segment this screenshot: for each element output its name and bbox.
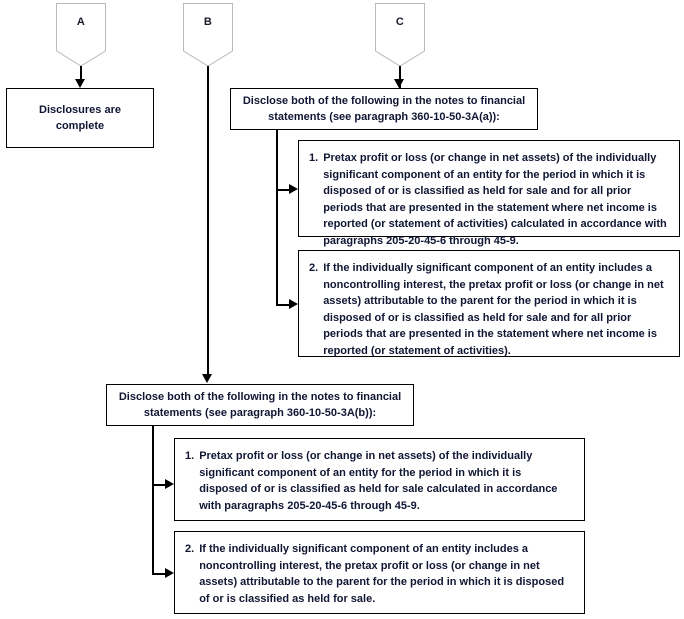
arrow-b-to-item2 [165, 568, 174, 578]
connector-b: B [183, 3, 233, 67]
box-disclose-a-item1-text: Pretax profit or loss (or change in net … [323, 152, 667, 247]
arrow-b-to-item1 [165, 479, 174, 489]
pentagon-point-icon [56, 51, 106, 67]
branch-stub-a-item1 [276, 189, 292, 191]
box-disclose-a-item2-text: If the individually significant componen… [323, 262, 664, 357]
arrow-b-to-disclose-b [202, 374, 212, 383]
connector-c: C [375, 3, 425, 67]
box-disclose-a-item2-number: 2. [309, 262, 319, 274]
arrow-a-to-complete [75, 79, 85, 88]
pentagon-point-icon [183, 51, 233, 67]
connector-b-label: B [203, 16, 213, 28]
pentagon-point-icon [375, 51, 425, 67]
connector-a: A [56, 3, 106, 67]
box-disclose-b-header-text: Disclose both of the following in the no… [118, 390, 402, 420]
connector-line-c-to-disclose-a [399, 66, 401, 89]
arrow-c-to-disclose-a [394, 79, 404, 88]
arrow-a-to-item1 [289, 184, 298, 194]
box-disclose-b-item1: 1. Pretax profit or loss (or change in n… [174, 438, 585, 521]
box-disclosures-complete-text: Disclosures are complete [39, 103, 121, 133]
box-disclose-b-item2-number: 2. [185, 543, 195, 555]
box-disclose-a-item1: 1. Pretax profit or loss (or change in n… [298, 140, 680, 247]
branch-stub-a-item2 [276, 304, 292, 306]
branch-line-disclose-b [152, 426, 154, 574]
box-disclose-a-item2: 2. If the individually significant compo… [298, 250, 680, 357]
box-disclose-b-item2: 2. If the individually significant compo… [174, 531, 585, 614]
box-disclose-a-item1-number: 1. [309, 152, 319, 164]
box-disclose-b-item2-text: If the individually significant componen… [199, 543, 565, 605]
branch-stub-b-item1 [152, 484, 168, 486]
box-disclose-b-item1-number: 1. [185, 450, 195, 462]
connector-line-b-to-disclose-b [207, 66, 209, 376]
box-disclose-b-header: Disclose both of the following in the no… [106, 384, 414, 426]
arrow-a-to-item2 [289, 299, 298, 309]
connector-a-label: A [76, 16, 86, 28]
box-disclose-b-item1-text: Pretax profit or loss (or change in net … [199, 450, 558, 512]
connector-line-a-to-complete [80, 66, 82, 85]
branch-stub-b-item2 [152, 573, 168, 575]
connector-c-label: C [395, 16, 405, 28]
box-disclosures-complete: Disclosures are complete [6, 88, 154, 148]
branch-line-disclose-a [276, 130, 278, 305]
box-disclose-a-header-text: Disclose both of the following in the no… [242, 94, 526, 124]
box-disclose-a-header: Disclose both of the following in the no… [230, 88, 538, 130]
